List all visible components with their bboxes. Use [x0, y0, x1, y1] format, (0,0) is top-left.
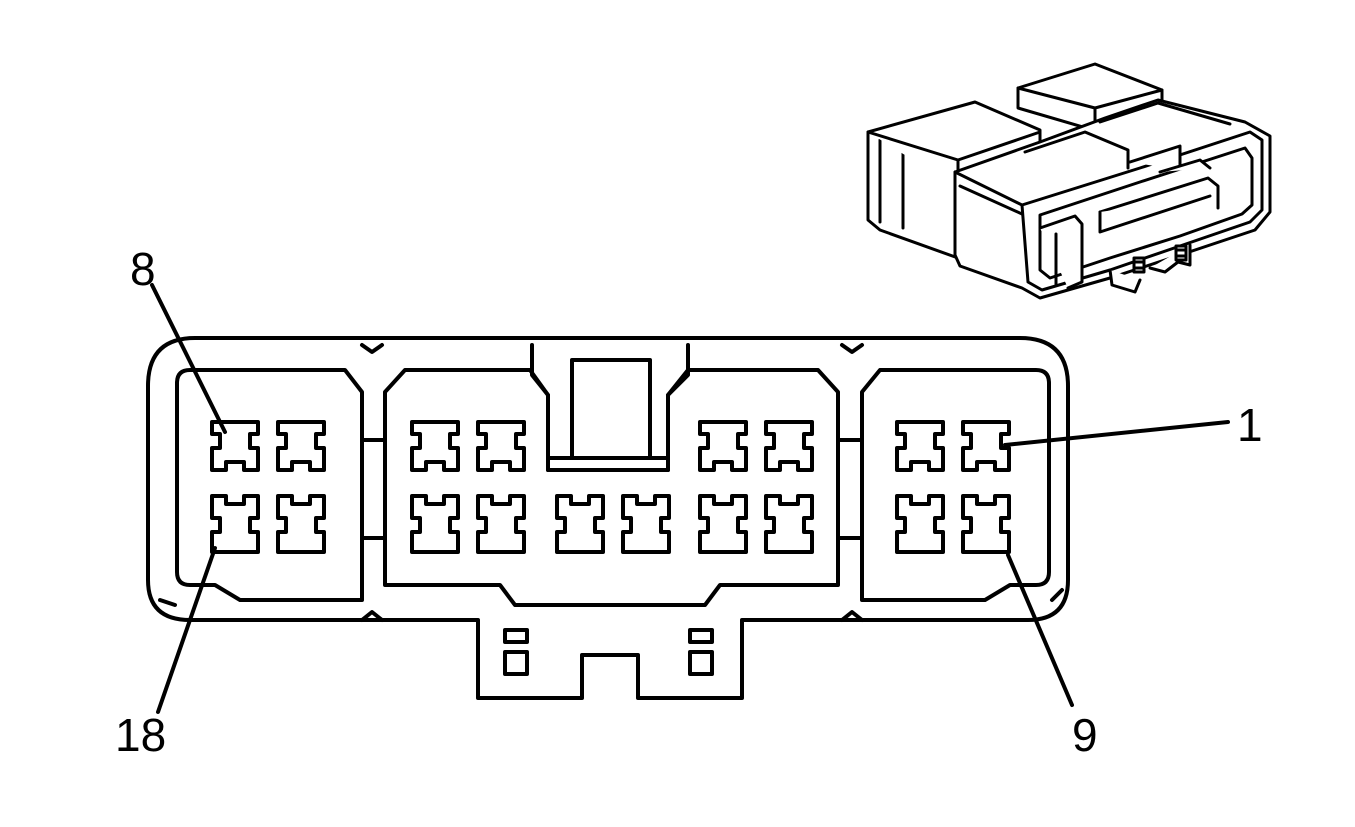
housing-outline — [146, 336, 1070, 700]
terminal-cavity-upper — [961, 420, 1011, 472]
terminal-cavity-lower — [210, 494, 260, 554]
right-cavity — [860, 368, 1051, 602]
terminal-cavity-lower — [698, 494, 748, 554]
connector-isometric-view — [866, 62, 1272, 300]
pin-label-9: 9 — [1072, 709, 1098, 761]
terminal-group — [210, 420, 1011, 554]
terminal-cavity-lower — [555, 494, 605, 554]
terminal-cavity-lower — [764, 494, 814, 554]
terminal-cavity-upper — [276, 420, 326, 472]
terminal-cavity-lower — [961, 494, 1011, 554]
terminal-cavity-upper — [476, 420, 526, 472]
center-cavity — [383, 368, 840, 607]
leader-line-9 — [1006, 553, 1074, 707]
terminal-cavity-upper — [764, 420, 814, 472]
terminal-cavity-upper — [210, 420, 260, 472]
connector-face-view — [146, 283, 1230, 714]
terminal-cavity-lower — [476, 494, 526, 554]
terminal-cavity-lower — [895, 494, 945, 554]
pin-label-18: 18 — [115, 709, 167, 761]
pin-label-8: 8 — [130, 243, 156, 295]
terminal-cavity-lower — [621, 494, 671, 554]
leader-line-1 — [1003, 420, 1230, 447]
leader-line-18 — [156, 546, 217, 714]
pin-label-1: 1 — [1237, 399, 1263, 451]
terminal-cavity-upper — [698, 420, 748, 472]
terminal-cavity-lower — [276, 494, 326, 554]
leader-line-8 — [150, 283, 227, 434]
key-slot — [530, 343, 690, 472]
terminal-cavity-lower — [410, 494, 460, 554]
left-cavity — [175, 368, 364, 602]
terminal-cavity-upper — [410, 420, 460, 472]
terminal-cavity-upper — [895, 420, 945, 472]
